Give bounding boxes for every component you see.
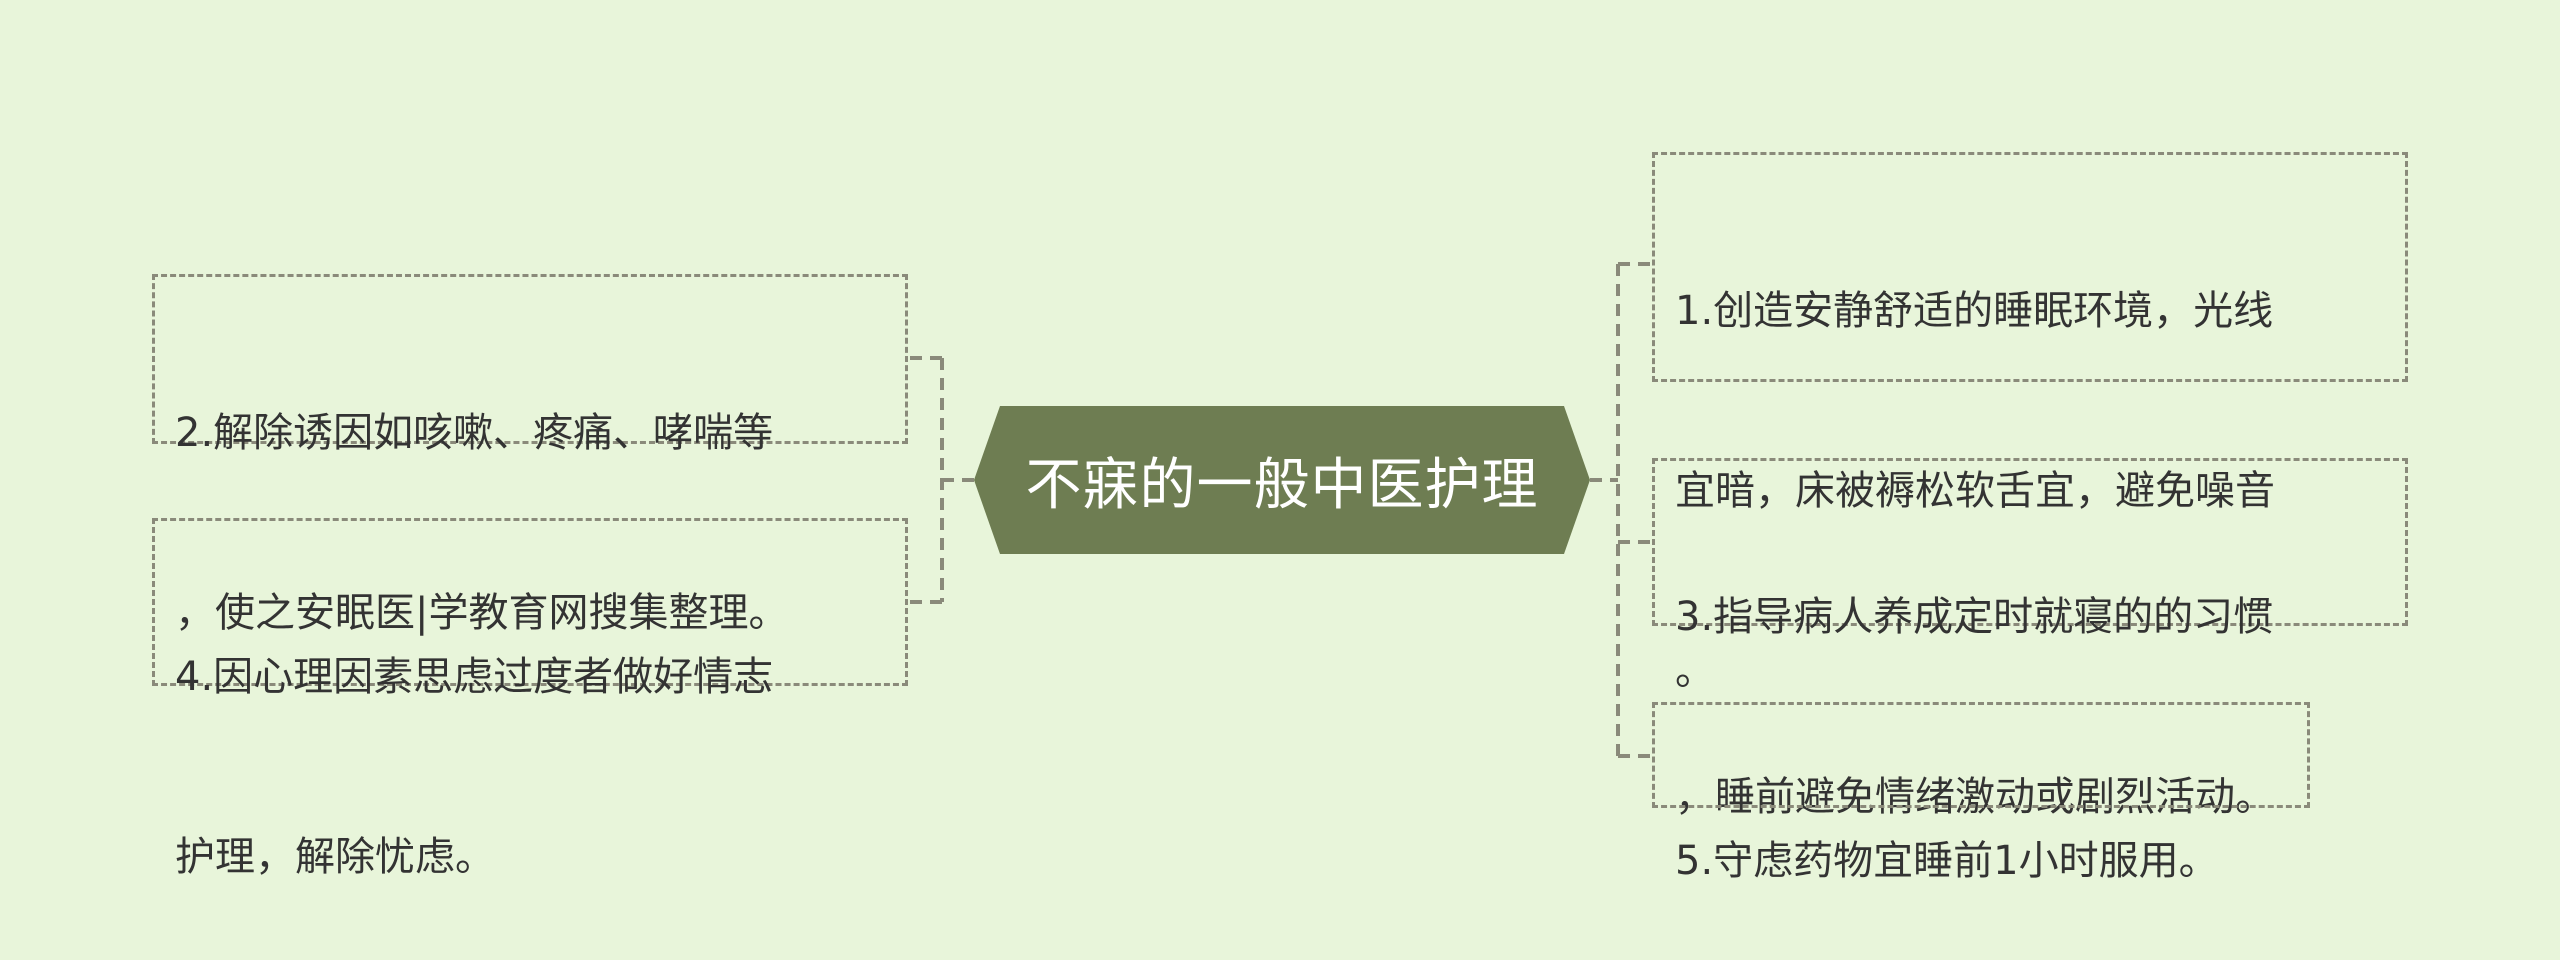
branch-node-5[interactable]: 5.守虑药物宜睡前1小时服用。 [1652, 702, 2310, 884]
center-node-label: 不寐的一般中医护理 [1025, 452, 1539, 518]
branch-node-1-line-3: 。 [1675, 648, 1715, 694]
branch-node-3[interactable]: 3.指导病人养成定时就寝的的习惯 ，睡前避免情绪激动或剧烈活动。 [1652, 458, 2408, 820]
branch-node-4[interactable]: 4.因心理因素思虑过度者做好情志 护理，解除忧虑。 [152, 518, 908, 880]
center-node-shape [974, 406, 1590, 554]
branch-node-4-line-2: 护理，解除忧虑。 [175, 834, 495, 880]
branch-node-2-line-2: ，使之安眠医|学教育网搜集整理。 [175, 590, 789, 636]
center-node[interactable]: 不寐的一般中医护理 [974, 406, 1590, 554]
branch-node-1[interactable]: 1.创造安静舒适的睡眠环境，光线 宜暗，床被褥松软舌宜，避免噪音 。 [1652, 152, 2408, 694]
branch-node-2-line-1: 2.解除诱因如咳嗽、疼痛、哮喘等 [175, 410, 774, 456]
branch-node-2[interactable]: 2.解除诱因如咳嗽、疼痛、哮喘等 ，使之安眠医|学教育网搜集整理。 [152, 274, 908, 636]
branch-node-1-line-2: 宜暗，床被褥松软舌宜，避免噪音 [1675, 468, 2275, 514]
branch-node-5-line-1: 5.守虑药物宜睡前1小时服用。 [1675, 838, 2219, 884]
branch-node-4-line-1: 4.因心理因素思虑过度者做好情志 [175, 654, 774, 700]
branch-node-3-line-2: ，睡前避免情绪激动或剧烈活动。 [1675, 774, 2275, 820]
branch-node-1-line-1: 1.创造安静舒适的睡眠环境，光线 [1675, 288, 2274, 334]
branch-node-3-line-1: 3.指导病人养成定时就寝的的习惯 [1675, 594, 2274, 640]
